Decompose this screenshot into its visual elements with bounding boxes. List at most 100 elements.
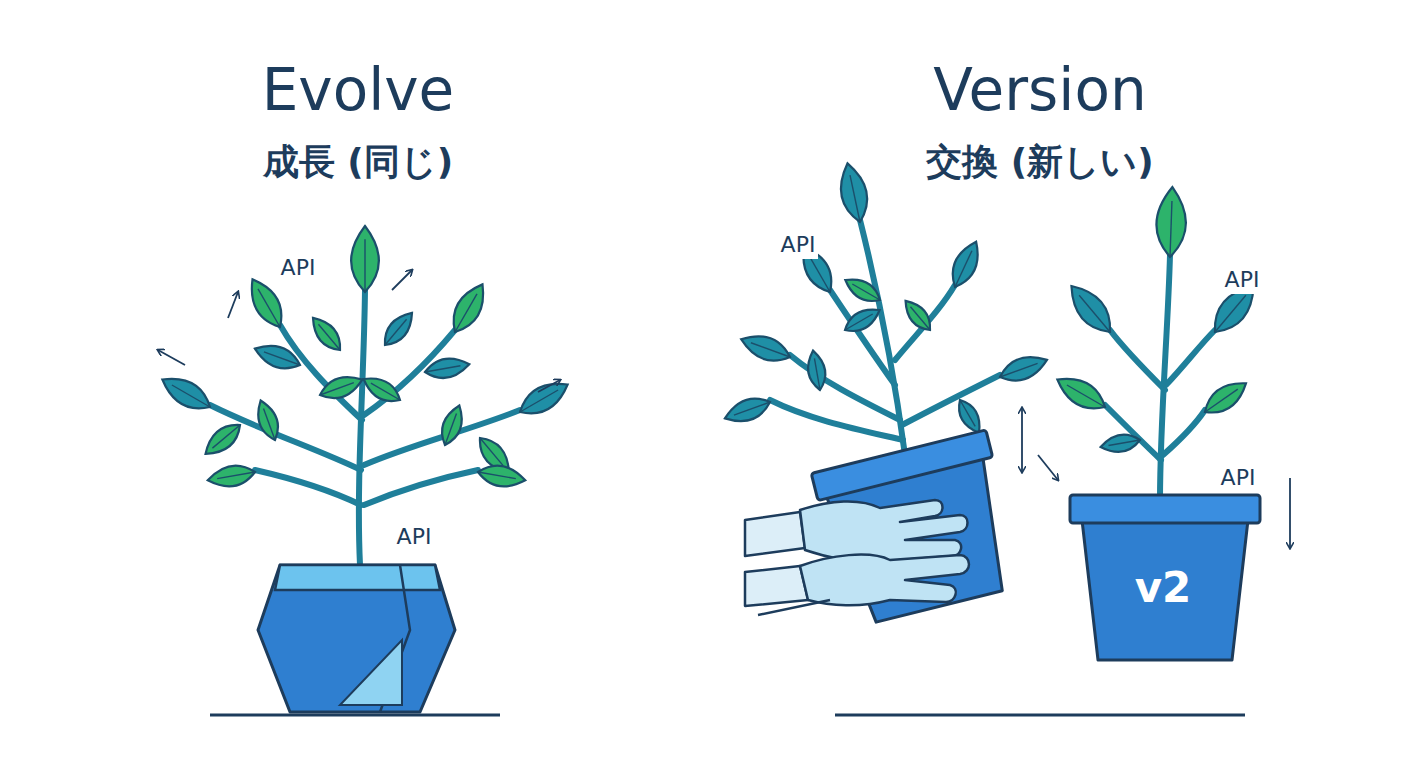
branch [1110,330,1165,390]
leaf-vein [364,239,365,292]
ground-line [835,714,1245,717]
heading: Version [933,57,1146,124]
branch [902,375,1000,425]
leaf-vein [217,472,255,479]
branch [770,400,903,440]
v2-pot [1070,495,1260,660]
leaf-vein [1067,385,1105,407]
leaf [206,462,257,490]
leaf-vein [910,307,930,330]
leaf [899,296,936,335]
leaf [945,237,985,291]
glove [800,500,968,562]
leaf-vein [1170,201,1172,257]
leaf-vein [734,402,770,415]
leaf [737,329,793,367]
branch [255,470,361,505]
leaf-vein [212,425,240,448]
leaves [157,226,574,490]
version-label: v2 [1135,564,1192,612]
pot-rim [275,565,440,590]
stem [1160,255,1170,500]
heading: 成長 (同じ) [263,141,453,182]
leaf [351,226,379,292]
branch [1166,330,1215,385]
leaf-vein [445,413,456,445]
leaf [1052,369,1111,417]
leaf [242,274,290,333]
leaf [317,371,366,404]
branch [830,290,895,385]
pot-body [1082,520,1248,660]
leaf [423,355,471,381]
plant-stems [770,220,1000,455]
leaf-vein [318,324,340,350]
leaves [1052,187,1264,456]
leaf-vein [1205,389,1238,412]
leaves [721,161,1050,437]
pot-rim [811,430,992,501]
branch [1163,410,1205,455]
plant-stems [1105,255,1215,500]
leaf-vein [751,343,790,357]
swap-arrow [1021,440,1023,472]
leaf [199,418,246,461]
leaf-vein [264,408,275,440]
leaf-vein [814,358,820,390]
leaf-vein [172,385,210,407]
api-label: API [278,254,319,281]
leaf-vein [1108,440,1140,446]
plant-stems [210,290,520,565]
leaf-vein [1000,363,1038,377]
leaf-vein [371,383,400,400]
arm-line [758,600,830,615]
leaf [445,279,493,338]
api-label: API [394,523,435,550]
leaf [252,398,283,444]
leaf [841,303,884,338]
leaf-vein [520,390,558,412]
leaf-vein [1079,295,1110,332]
pot-body [258,565,455,712]
leaf-vein [955,251,972,287]
glove [800,555,969,606]
heading: 交換 (新しい) [926,141,1153,182]
leaf-vein [385,319,407,345]
leaf-vein [455,294,477,332]
stem [359,290,365,565]
leaf [1099,432,1141,455]
leaf-vein [480,438,503,466]
leaf-vein [845,314,873,330]
leaf [835,161,872,225]
leaf-vein [264,352,300,365]
leaf [306,312,347,356]
leaf [805,349,828,391]
ground-line [210,714,500,717]
leaf [721,393,773,428]
leaf [378,307,419,351]
swap-arrow [1038,455,1058,480]
swap-arrow [1289,478,1291,548]
leaf-vein [852,284,880,300]
leaf [157,369,216,417]
growth-arrow [538,380,560,392]
api-label: API [778,231,819,258]
leaf-vein [320,383,354,395]
leaf-vein [850,175,860,222]
growth-arrow [228,292,238,318]
leaf [841,273,884,308]
growth-arrow [392,270,412,290]
leaf [1062,278,1120,340]
leaf-vein [258,289,280,327]
leaf [476,462,527,490]
leaf-vein [425,366,460,372]
leaf-vein [1215,295,1246,332]
leaf [1199,375,1252,421]
leaf [996,350,1050,387]
leaf-vein [960,400,975,426]
gloved-hands [745,500,969,615]
sleeve [745,566,808,606]
api-label: API [1222,266,1263,293]
swap-arrow [1021,408,1023,440]
